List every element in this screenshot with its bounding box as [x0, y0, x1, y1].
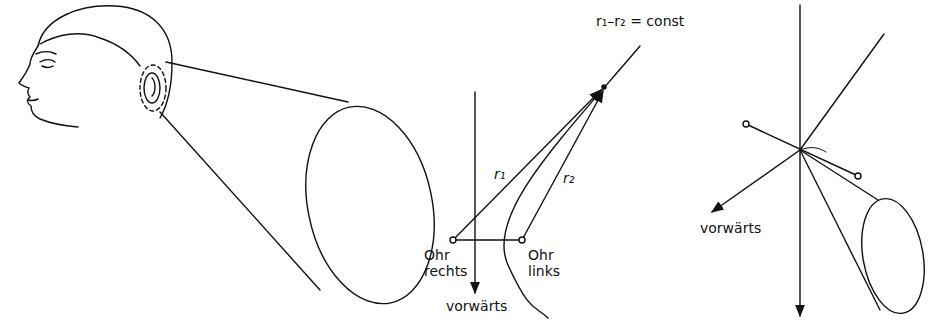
distance-label: r₁ [494, 166, 505, 182]
hearing-cone [160, 62, 451, 316]
direction-label: vorwärts [700, 220, 761, 236]
ear-label: Ohr rechts [424, 247, 470, 279]
head-drawing [19, 6, 172, 127]
cone-of-confusion [712, 5, 933, 318]
distance-label: r₂ [563, 170, 574, 186]
hyperbola-diagram [450, 46, 640, 318]
distance-equation: r₁–r₂ = const [596, 13, 684, 29]
direction-label: vorwärts [446, 298, 507, 314]
ear-label: Ohr links [528, 247, 574, 279]
